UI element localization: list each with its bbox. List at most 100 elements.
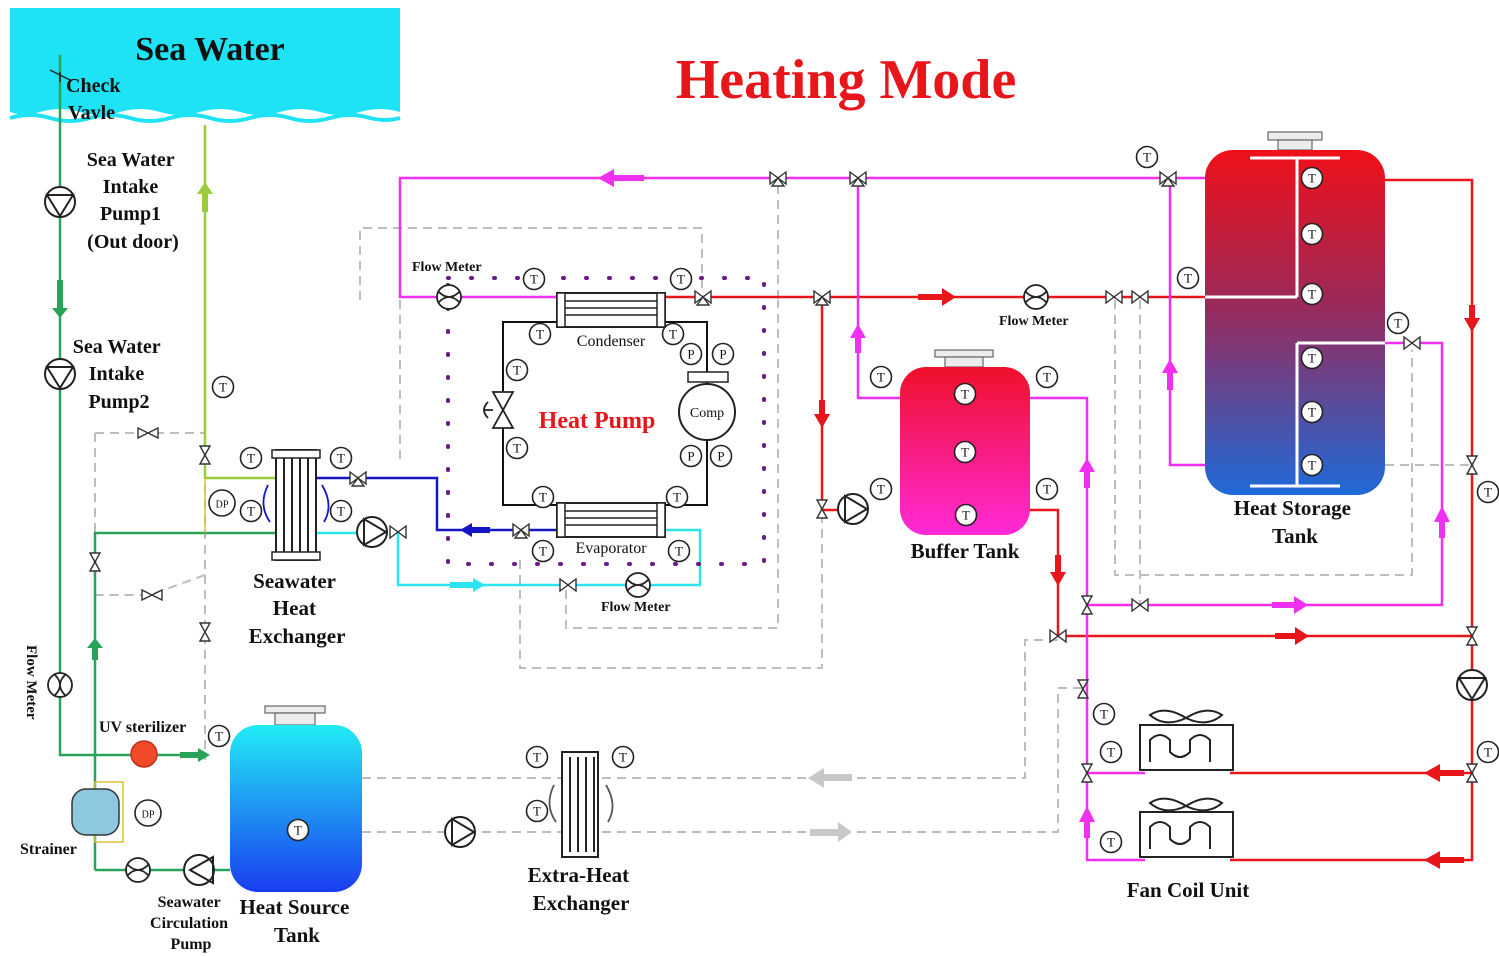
condenser bbox=[556, 292, 666, 328]
intake-pump1-icon bbox=[44, 186, 76, 218]
temperature-sensor-icon: T bbox=[1476, 480, 1499, 504]
fan-coil-pump-icon bbox=[1456, 669, 1488, 701]
temperature-sensor-icon: T bbox=[869, 365, 893, 389]
svg-text:T: T bbox=[1143, 150, 1151, 165]
valve-icons bbox=[88, 170, 1479, 783]
buffer-pump-icon bbox=[837, 493, 869, 525]
temperature-sensor-icon: T bbox=[869, 477, 893, 501]
svg-text:T: T bbox=[877, 370, 885, 385]
temperature-sensor-icon: T bbox=[1035, 477, 1059, 501]
refrigerant-line bbox=[315, 476, 557, 537]
pressure-sensor-icon: P bbox=[709, 444, 733, 468]
svg-text:DP: DP bbox=[216, 500, 229, 511]
temperature-sensor-icon: T bbox=[667, 539, 691, 563]
svg-text:T: T bbox=[533, 804, 541, 819]
valve-icon bbox=[137, 426, 159, 440]
extra-heat-exchanger bbox=[548, 751, 614, 858]
temperature-sensor-icon: T bbox=[953, 440, 977, 464]
flow-meter-top-label: Flow Meter bbox=[412, 260, 482, 275]
fan-coil-unit-upper bbox=[1139, 709, 1234, 771]
heat-pump-boundary bbox=[446, 276, 766, 566]
temperature-sensor-icon: T bbox=[531, 539, 555, 563]
flow-meter-circulation-icon bbox=[125, 857, 151, 883]
page-title: Heating Mode bbox=[676, 49, 1017, 111]
svg-text:T: T bbox=[1107, 745, 1115, 760]
svg-text:T: T bbox=[1043, 482, 1051, 497]
check-valve-icon bbox=[49, 69, 71, 82]
pressure-sensor-icon: P bbox=[679, 444, 703, 468]
heat-source-tank bbox=[230, 705, 362, 892]
temperature-sensor-icon: T bbox=[953, 382, 977, 406]
temperature-sensor-icon: T bbox=[522, 267, 546, 291]
sea-water-label: Sea Water bbox=[135, 31, 285, 68]
svg-text:T: T bbox=[1184, 271, 1192, 286]
flow-meter-vertical-icon bbox=[47, 672, 73, 698]
heat-storage-tank bbox=[1205, 131, 1385, 495]
temperature-sensor-icon: T bbox=[525, 799, 549, 823]
temperature-sensor-icon: T bbox=[505, 358, 529, 382]
intake-pump1-label: Sea Water Intake Pump1 (Out door) bbox=[87, 149, 180, 253]
svg-text:T: T bbox=[962, 508, 970, 523]
svg-text:T: T bbox=[961, 445, 969, 460]
valve-icon bbox=[769, 170, 787, 187]
temperature-sensor-icon: T bbox=[1135, 145, 1159, 169]
svg-text:T: T bbox=[530, 272, 538, 287]
flow-meter-icons bbox=[47, 284, 1049, 883]
flow-meter-mid-label: Flow Meter bbox=[999, 314, 1069, 329]
svg-text:T: T bbox=[533, 750, 541, 765]
svg-text:T: T bbox=[1308, 405, 1316, 420]
valve-icon bbox=[1049, 628, 1067, 644]
uv-sterilizer-label: UV sterilizer bbox=[99, 719, 186, 736]
valve-icon bbox=[389, 524, 407, 540]
strainer-icon bbox=[71, 788, 120, 836]
valve-icon bbox=[1465, 763, 1479, 783]
seawater-heat-exchanger bbox=[262, 449, 330, 561]
svg-text:T: T bbox=[1107, 835, 1115, 850]
valve-icon bbox=[198, 445, 212, 465]
temperature-sensor-icon: T bbox=[286, 818, 310, 842]
svg-text:T: T bbox=[673, 490, 681, 505]
temperature-sensor-icon: T bbox=[531, 485, 555, 509]
strainer-label: Strainer bbox=[20, 841, 77, 858]
fan-coil-unit-lower bbox=[1139, 797, 1234, 858]
valve-icon bbox=[512, 522, 530, 539]
valve-icon bbox=[1080, 763, 1094, 783]
valve-icon bbox=[1076, 679, 1090, 699]
svg-text:T: T bbox=[539, 490, 547, 505]
svg-text:P: P bbox=[717, 449, 724, 464]
intake-pump2-label: Sea Water Intake Pump2 bbox=[73, 336, 166, 413]
differential-pressure-icon: DP bbox=[208, 489, 236, 517]
temperature-sensor-icon: T bbox=[1300, 346, 1324, 370]
svg-text:T: T bbox=[1394, 316, 1402, 331]
flow-meter-bottom-label: Flow Meter bbox=[601, 600, 671, 615]
svg-text:T: T bbox=[513, 441, 521, 456]
svg-text:T: T bbox=[247, 451, 255, 466]
valve-icon bbox=[694, 289, 712, 306]
svg-text:T: T bbox=[619, 750, 627, 765]
temperature-sensor-icon: T bbox=[239, 499, 263, 523]
svg-text:T: T bbox=[1043, 370, 1051, 385]
temperature-sensor-icon: T bbox=[1300, 222, 1324, 246]
temperature-sensor-icon: T bbox=[954, 503, 978, 527]
svg-text:T: T bbox=[337, 451, 345, 466]
comp-label: Comp bbox=[690, 406, 724, 421]
temperature-sensor-icon: T bbox=[505, 436, 529, 460]
cold-side-pump-icon bbox=[356, 516, 388, 548]
check-valve-label: Check Vavle bbox=[66, 75, 125, 124]
valve-icon bbox=[1105, 289, 1123, 305]
flow-meter-mid-icon bbox=[1023, 284, 1049, 310]
temperature-sensor-icon: T bbox=[528, 322, 552, 346]
temperature-sensor-icon: T bbox=[207, 724, 231, 748]
valve-icon bbox=[88, 552, 102, 572]
temperature-sensor-icon: T bbox=[665, 485, 689, 509]
valve-icon bbox=[559, 577, 577, 593]
temperature-sensor-icon: T bbox=[1300, 166, 1324, 190]
valve-icon bbox=[1131, 597, 1149, 613]
svg-text:T: T bbox=[1308, 458, 1316, 473]
valve-icon bbox=[1159, 170, 1177, 187]
valve-icon bbox=[349, 470, 367, 487]
temperature-sensor-icon: T bbox=[669, 267, 693, 291]
svg-text:T: T bbox=[675, 544, 683, 559]
temperature-sensor-icon: T bbox=[1099, 740, 1123, 764]
svg-text:T: T bbox=[677, 272, 685, 287]
